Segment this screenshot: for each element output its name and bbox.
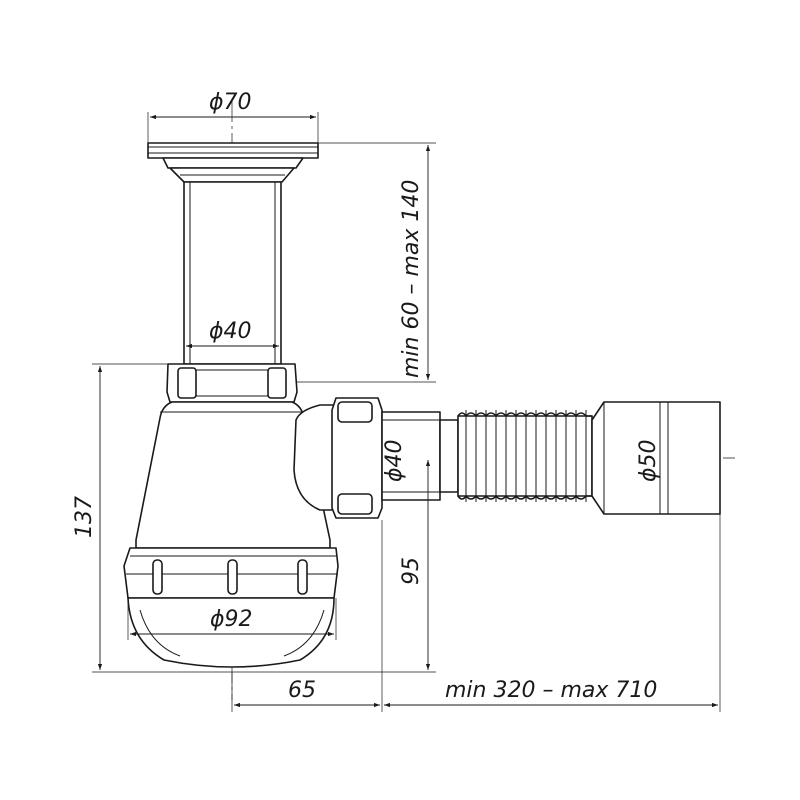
drain-grate: [147, 142, 319, 183]
label-flange-diameter: ϕ70: [209, 90, 252, 115]
corrugated-hose: [457, 410, 593, 502]
label-outlet-height: 95: [399, 557, 424, 585]
label-pipe-diameter: ϕ40: [209, 319, 252, 344]
top-union-nut: [166, 363, 298, 403]
dimension-lines: [97, 114, 718, 708]
label-total-height: 137: [72, 496, 97, 538]
side-outlet: [293, 397, 459, 519]
label-outlet-diameter: ϕ40: [382, 439, 407, 482]
label-height-range: min 60 – max 140: [399, 180, 424, 378]
label-length-range: min 320 – max 710: [445, 678, 657, 703]
label-corrugated-diameter: ϕ50: [636, 439, 661, 482]
vertical-pipe: [183, 181, 282, 365]
dimension-labels: ϕ70 ϕ40 min 60 – max 140 ϕ40 ϕ50 137 95 …: [72, 90, 661, 703]
label-offset: 65: [288, 678, 316, 703]
extension-lines: [92, 112, 721, 712]
end-fitting: [591, 401, 721, 515]
label-cup-diameter: ϕ92: [210, 607, 253, 632]
